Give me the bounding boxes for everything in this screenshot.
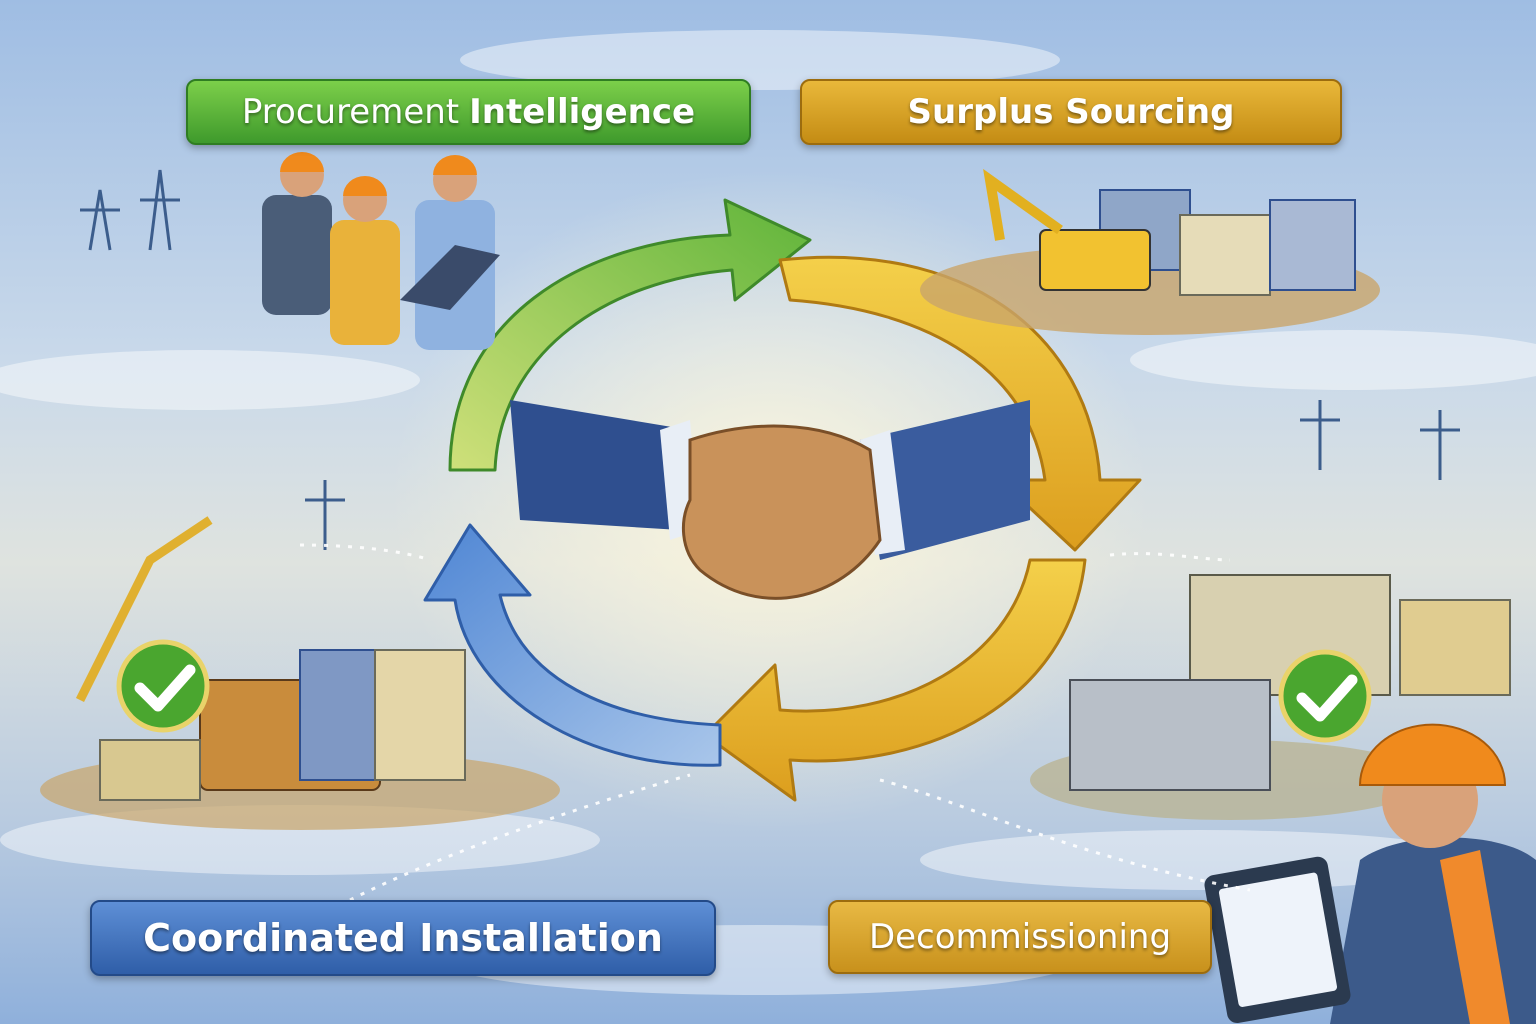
handshake-icon bbox=[510, 400, 1030, 600]
surplus-equipment-illustration bbox=[920, 168, 1380, 335]
label-part: Intelligence bbox=[469, 92, 696, 132]
stage-label-coordinated-installation: Coordinated Installation bbox=[90, 900, 716, 976]
power-lines-icon bbox=[80, 169, 1460, 550]
engineers-illustration bbox=[262, 152, 500, 350]
flow-path-dotted bbox=[299, 543, 1251, 902]
cycle-arrows bbox=[423, 198, 1142, 802]
check-icon bbox=[116, 639, 210, 733]
check-icon bbox=[1278, 649, 1372, 743]
label-part: Procurement bbox=[241, 92, 460, 132]
yellow-arrow-bottom bbox=[703, 558, 1087, 802]
installation-site-illustration bbox=[40, 516, 560, 830]
blue-arrow bbox=[423, 523, 722, 767]
inspector-with-tablet-illustration bbox=[1204, 723, 1536, 1024]
stage-label-surplus-sourcing: Surplus Sourcing bbox=[800, 79, 1342, 145]
stage-label-decommissioning: Decommissioning bbox=[828, 900, 1212, 974]
